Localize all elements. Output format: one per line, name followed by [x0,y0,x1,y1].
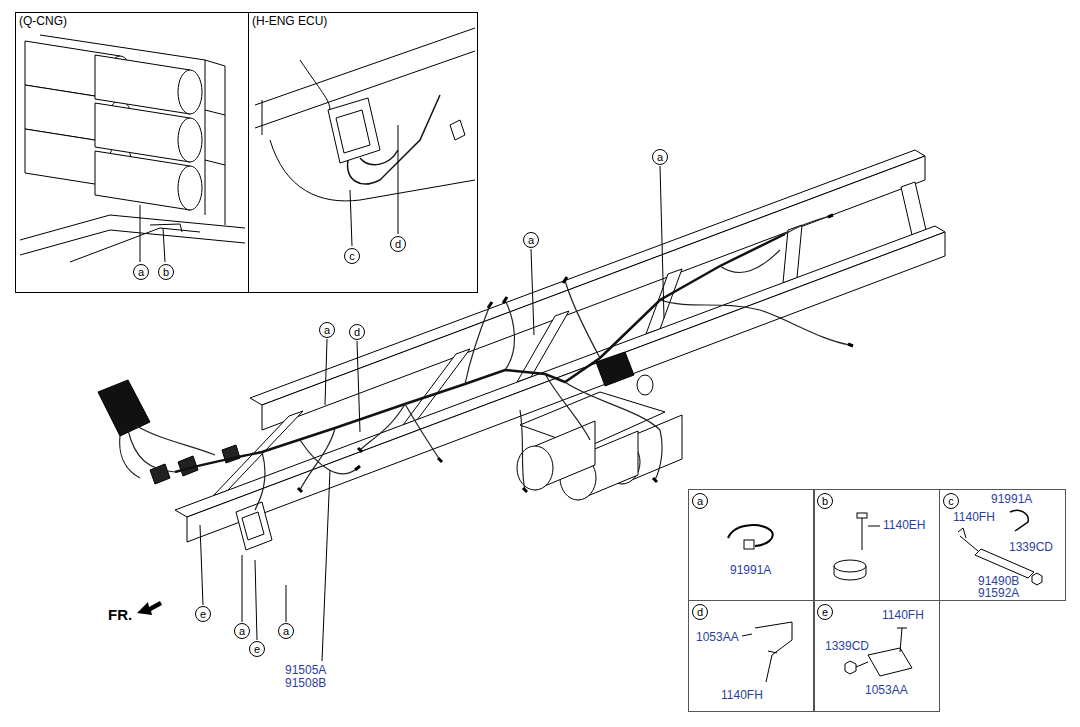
wire-connector [298,215,853,492]
bolt [766,651,777,682]
callout-letter-text: b [822,496,828,507]
bolt-head [857,513,867,518]
bracket-plate [975,549,1034,578]
callout-letter-text: a [528,235,534,246]
callout-letter: d [349,324,365,340]
bracket-plate [868,648,912,676]
ecu-bracket [328,98,380,163]
part-number: 91991A [991,493,1032,505]
inset-title: (H-ENG ECU) [252,14,327,29]
clip [1010,510,1028,531]
part-number: 1339CD [1009,541,1053,553]
cng-cylinder-end [178,70,202,114]
callout-letter: a [133,264,149,280]
leader-line [140,125,664,661]
detail-cell: 91991A a [688,489,815,601]
callout-letter-text: d [395,239,401,250]
callout-letter: a [523,232,539,248]
detail-cell: 1140FH 1339CD 1053AA e [813,600,940,712]
ecu-unit [336,110,370,153]
callout-letter: b [817,493,833,509]
callout-letter: d [692,604,708,620]
detail-parts [728,510,1042,682]
cng-rack [20,35,245,262]
part-number: 1053AA [696,631,739,643]
ecu-bracket [236,502,272,550]
wire-branch [120,216,850,510]
leader-line [856,662,868,667]
nut [1032,573,1042,585]
part-number: 91505A [285,664,326,677]
callout-letter-text: c [948,496,954,507]
cross-member [901,182,926,235]
callout-letter: d [390,236,406,252]
callout-letter: a [234,623,250,639]
callout-letter: c [943,493,959,509]
clip-ring [834,560,866,572]
part-number: 91592A [978,587,1019,599]
part-number: 91508B [285,677,326,690]
frame-rail [175,226,945,517]
part-number: 1140FH [721,689,763,701]
part-number: 91490B [978,575,1019,587]
callout-letter-text: a [657,152,663,163]
callout-letter-text: e [200,609,206,620]
wire-harness [175,234,785,472]
callout-letter-text: d [697,607,703,618]
part-number: 1140EH [883,519,925,531]
callout-letter: e [249,641,265,657]
callout-letter-text: b [163,267,169,278]
part-number: 1140FH [953,511,995,523]
callout-letter-text: a [239,626,245,637]
callout-letter-text: c [349,251,355,262]
callout-letter-text: a [138,267,144,278]
direction-label: FR. [108,606,132,623]
bolt [897,628,907,652]
l-bracket [742,622,792,655]
cng-cylinder [95,151,190,210]
part-number: 1339CD [825,640,869,652]
bolt [862,518,880,550]
callout-letter: c [344,248,360,264]
bolt [958,528,978,551]
part-number: 1140FH [882,609,924,621]
cng-cylinder-end [178,118,202,162]
callout-letter-text: e [822,607,828,618]
callout-letter: b [158,264,174,280]
nut [845,661,856,674]
detail-cell: 1140EH b [813,489,940,601]
callout-letter: a [278,623,294,639]
callout-letter-text: a [324,325,330,336]
inset-panel: (H-ENG ECU) c d [248,12,478,293]
relay-box [98,380,150,436]
detail-cell: 91991A 1140FH 1339CD 91490B91592A c [939,489,1066,601]
callout-letter: e [195,606,211,622]
detail-cell: 1053AA 1140FH d [688,600,815,712]
callout-letter: a [652,149,668,165]
inset-panel: (Q-CNG) a b [15,12,249,293]
callout-letter-text: a [283,626,289,637]
ecu-wire [348,95,440,184]
callout-letter-text: e [254,644,260,655]
part-number: 1053AA [865,684,908,696]
canister [637,375,653,395]
cng-cylinder-end [178,166,202,210]
inset-title: (Q-CNG) [19,14,67,29]
callout-letter: a [692,493,708,509]
cable-tie-head [744,540,754,549]
fr-arrow [137,601,162,615]
callout-letter-text: a [697,496,703,507]
callout-letter: a [319,322,335,338]
callout-letter-text: d [354,327,360,338]
ecu-unit [242,512,264,540]
part-number: 91991A [730,564,771,576]
callout-letter: e [817,604,833,620]
leader-lines [140,125,664,661]
ecu-frame-rail [255,28,475,201]
